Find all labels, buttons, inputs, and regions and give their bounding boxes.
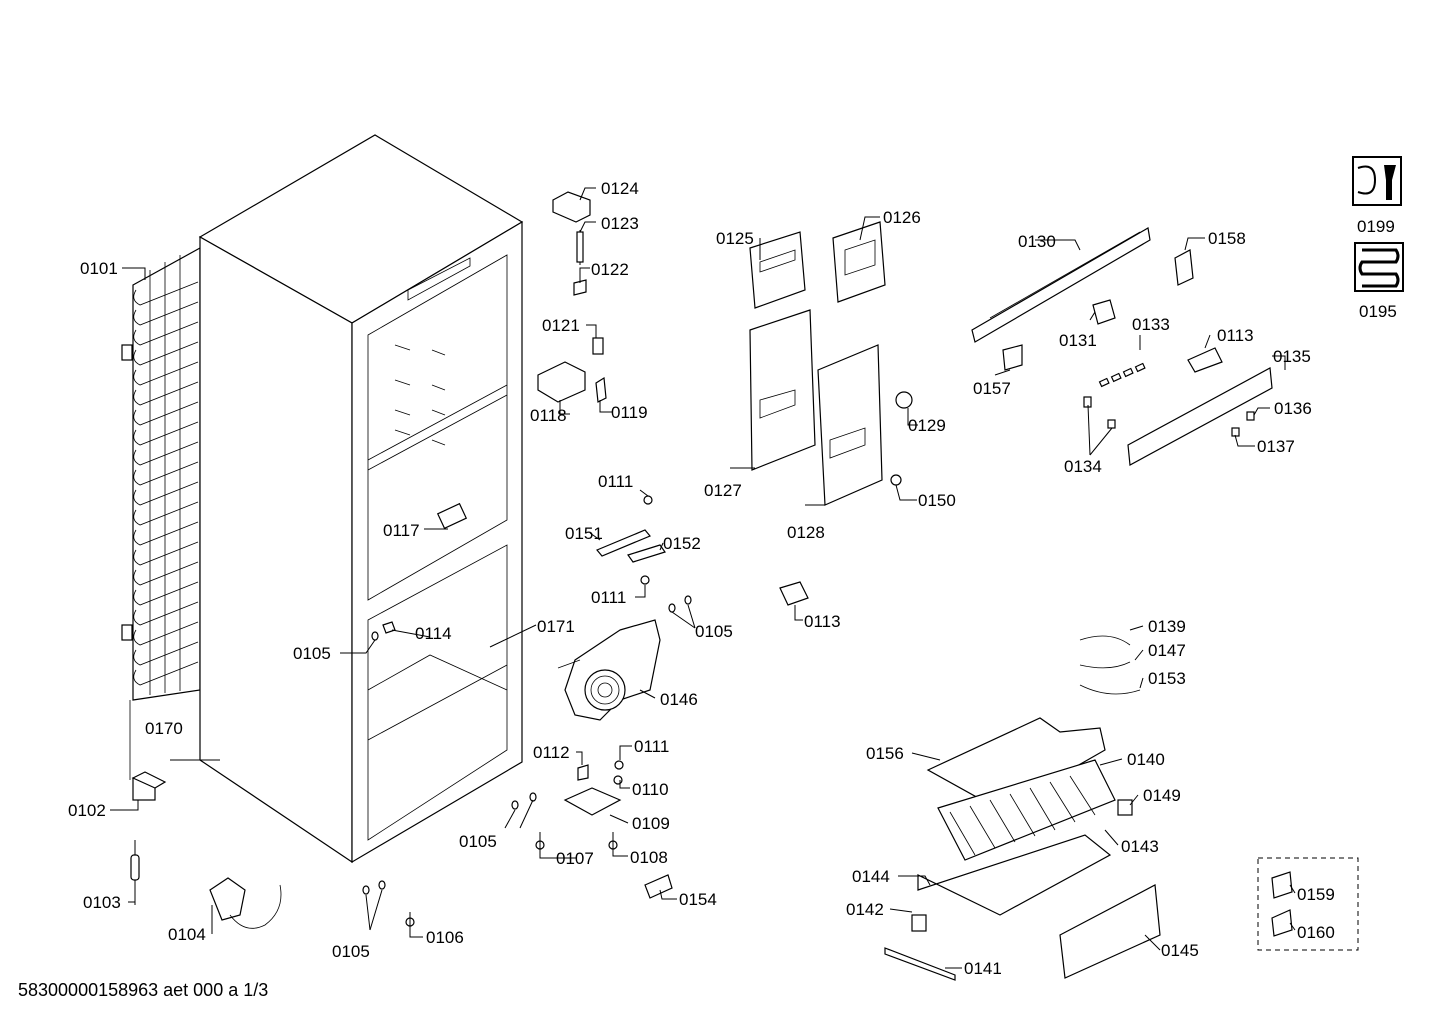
- fan-assembly: [557, 619, 661, 721]
- label-0140: 0140: [1127, 750, 1165, 769]
- label-0107: 0107: [556, 849, 594, 868]
- label-0129: 0129: [908, 416, 946, 435]
- label-0149: 0149: [1143, 786, 1181, 805]
- label-0104: 0104: [168, 925, 206, 944]
- label-0118: 0118: [530, 406, 567, 425]
- label-0133: 0133: [1132, 315, 1170, 334]
- condenser-coil: [121, 246, 201, 780]
- label-0154: 0154: [679, 890, 717, 909]
- label-0152: 0152: [663, 534, 701, 553]
- label-0156: 0156: [866, 744, 904, 763]
- label-0141: 0141: [964, 959, 1002, 978]
- document-id: 58300000158963 aet 000 a 1/3: [18, 980, 269, 1000]
- leader-lines: [110, 187, 1296, 969]
- label-0113-b: 0113: [804, 612, 841, 631]
- label-0122: 0122: [591, 260, 629, 279]
- label-0171: 0171: [537, 617, 575, 636]
- label-0111-a: 0111: [598, 472, 633, 491]
- label-0124: 0124: [601, 179, 639, 198]
- label-0125: 0125: [716, 229, 754, 248]
- label-0144: 0144: [852, 867, 890, 886]
- label-0126: 0126: [883, 208, 921, 227]
- label-0151: 0151: [565, 524, 603, 543]
- label-0105-c: 0105: [459, 832, 497, 851]
- label-0143: 0143: [1121, 837, 1159, 856]
- label-0137: 0137: [1257, 437, 1295, 456]
- hinge-parts: [537, 191, 607, 403]
- label-0109: 0109: [632, 814, 670, 833]
- label-0111-c: 0111: [634, 737, 669, 756]
- label-0128: 0128: [787, 523, 825, 542]
- label-0170: 0170: [145, 719, 183, 738]
- label-0105-a: 0105: [293, 644, 331, 663]
- label-0101: 0101: [80, 259, 118, 278]
- label-0147: 0147: [1148, 641, 1186, 660]
- label-0134: 0134: [1064, 457, 1102, 476]
- accessory-box: [1257, 857, 1359, 951]
- refrigerator-cabinet: [198, 134, 524, 864]
- label-0139: 0139: [1148, 617, 1186, 636]
- label-0130: 0130: [1018, 232, 1056, 251]
- label-0150: 0150: [918, 491, 956, 510]
- label-0113-a: 0113: [1217, 326, 1254, 345]
- label-0158: 0158: [1208, 229, 1246, 248]
- label-0110: 0110: [632, 780, 669, 799]
- label-0157: 0157: [973, 379, 1011, 398]
- label-0106: 0106: [426, 928, 464, 947]
- label-0119: 0119: [611, 403, 648, 422]
- label-0135: 0135: [1273, 347, 1311, 366]
- label-0127: 0127: [704, 481, 742, 500]
- label-0146: 0146: [660, 690, 698, 709]
- control-panels: [749, 221, 913, 606]
- label-0103: 0103: [83, 893, 121, 912]
- label-0160: 0160: [1297, 923, 1335, 942]
- tools-icon: [1352, 156, 1402, 206]
- label-0102: 0102: [68, 801, 106, 820]
- coil-icon: [1354, 242, 1404, 292]
- part-labels: 0101 0102 0103 0104 0105 0105 0105 0105 …: [68, 179, 1397, 978]
- label-0114: 0114: [415, 624, 452, 643]
- parts-left: [130, 595, 692, 930]
- label-0121: 0121: [542, 316, 580, 335]
- label-0145: 0145: [1161, 941, 1199, 960]
- label-0111-b: 0111: [591, 588, 626, 607]
- label-0131: 0131: [1059, 331, 1097, 350]
- label-0199: 0199: [1357, 217, 1395, 236]
- label-0108: 0108: [630, 848, 668, 867]
- label-0159: 0159: [1297, 885, 1335, 904]
- label-0195: 0195: [1359, 302, 1397, 321]
- label-0142: 0142: [846, 900, 884, 919]
- label-0123: 0123: [601, 214, 639, 233]
- label-0105-d: 0105: [332, 942, 370, 961]
- label-0153: 0153: [1148, 669, 1186, 688]
- label-0136: 0136: [1274, 399, 1312, 418]
- evaporator-assembly: [884, 635, 1161, 981]
- label-0112: 0112: [533, 743, 570, 762]
- label-0105-b: 0105: [695, 622, 733, 641]
- label-0117: 0117: [383, 521, 420, 540]
- electronics-parts: [971, 227, 1273, 466]
